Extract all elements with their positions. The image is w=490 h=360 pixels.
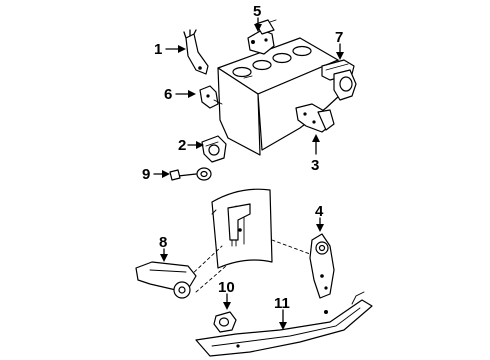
callout-6: 6: [164, 86, 172, 103]
part-1-bracket: [183, 29, 209, 75]
part-6-bracket: [199, 85, 223, 109]
callout-1: 1: [154, 41, 162, 58]
part-3-bracket: [295, 103, 335, 133]
engine-block: [217, 37, 341, 156]
callout-9: 9: [142, 166, 150, 183]
part-5-upper-bracket: [247, 19, 277, 55]
callout-8: 8: [159, 234, 167, 251]
part-9-bolt: [169, 167, 212, 181]
callout-10: 10: [218, 279, 235, 296]
callout-labels: 1 2 3 4 5 6 7 8 9 10 11: [142, 3, 343, 312]
callout-5: 5: [253, 3, 261, 20]
part-2-insulator: [201, 135, 227, 163]
part-7-mount: [321, 59, 357, 101]
leader-lines: [189, 239, 311, 293]
callout-7: 7: [335, 29, 343, 46]
part-8-arm: [135, 261, 197, 299]
callout-arrows: [153, 17, 344, 330]
firewall-panel: [211, 188, 273, 269]
callout-11: 11: [274, 295, 290, 312]
callout-2: 2: [178, 137, 186, 154]
part-4-trans-mount: [309, 233, 335, 299]
part-10-bracket: [213, 311, 237, 333]
callout-3: 3: [311, 157, 319, 174]
callout-4: 4: [315, 203, 324, 220]
part-11-crossmember: [195, 291, 373, 357]
